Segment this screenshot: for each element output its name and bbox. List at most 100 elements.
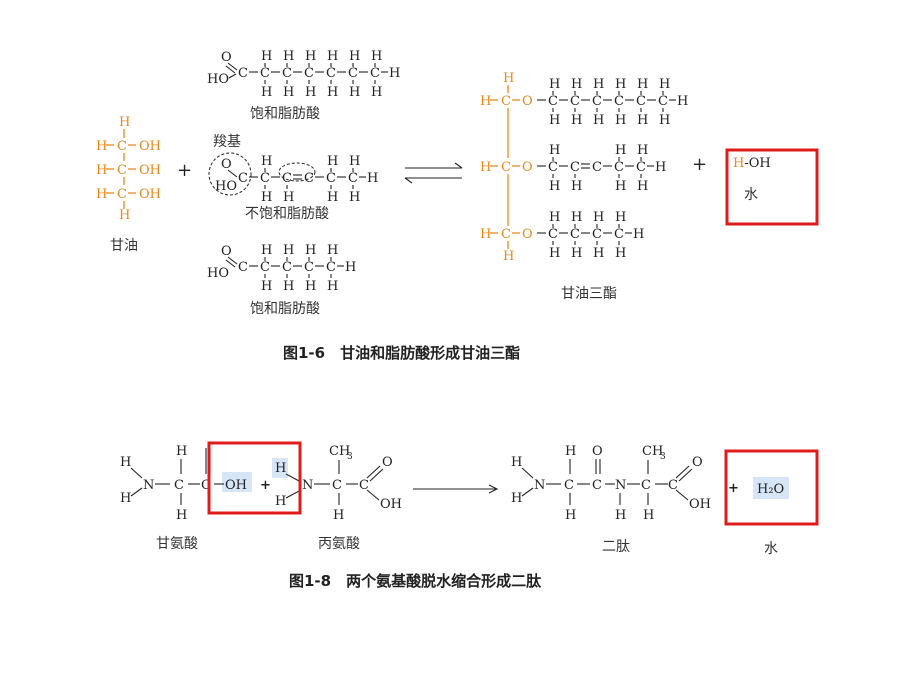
svg-text:C: C: [592, 94, 602, 109]
svg-text:C: C: [260, 66, 270, 81]
svg-text:C: C: [304, 171, 314, 186]
equilibrium-arrows: [404, 162, 463, 184]
svg-text:H: H: [549, 210, 560, 225]
figure-caption-1-8: 图1-8 两个氨基酸脱水缩合形成二肽: [289, 572, 542, 590]
svg-text:H: H: [511, 455, 522, 470]
svg-text:H: H: [96, 163, 107, 178]
svg-text:H: H: [633, 227, 644, 242]
svg-text:C: C: [201, 478, 211, 493]
svg-text:H: H: [261, 190, 272, 205]
svg-text:C: C: [501, 94, 511, 109]
svg-text:H: H: [305, 49, 316, 64]
glycine-label: 甘氨酸: [156, 536, 198, 552]
svg-text:H: H: [333, 508, 344, 523]
svg-text:H: H: [349, 85, 360, 100]
svg-text:H: H: [677, 94, 688, 109]
svg-text:C: C: [304, 66, 314, 81]
svg-text:C: C: [564, 478, 574, 493]
svg-text:H: H: [261, 243, 272, 258]
svg-text:C: C: [668, 478, 678, 493]
svg-text:H: H: [593, 246, 604, 261]
svg-text:H: H: [549, 246, 560, 261]
svg-text:H: H: [349, 190, 360, 205]
svg-text:H: H: [120, 491, 131, 506]
plus-sign-3: +: [260, 478, 271, 493]
svg-text:C: C: [348, 66, 358, 81]
glycine-structure: H H N C H H C OH: [120, 444, 252, 523]
svg-text:H: H: [283, 85, 294, 100]
alanine-label: 丙氨酸: [318, 536, 360, 552]
svg-text:H: H: [349, 154, 360, 169]
reaction-arrow: [413, 484, 499, 494]
dipeptide-label: 二肽: [602, 539, 630, 555]
figure-caption-1-6: 图1-6 甘油和脂肪酸形成甘油三酯: [283, 344, 520, 362]
svg-text:H: H: [659, 113, 670, 128]
svg-text:O: O: [221, 157, 232, 172]
svg-text:H: H: [261, 279, 272, 294]
svg-text:C: C: [260, 171, 270, 186]
svg-text:C: C: [614, 160, 624, 175]
svg-text:H: H: [593, 210, 604, 225]
alanine-structure: H H N C CH 3 H C O OH: [272, 444, 402, 523]
svg-text:H: H: [637, 179, 648, 194]
water-highlight-box: [725, 148, 819, 226]
svg-text:O: O: [522, 227, 533, 242]
svg-text:H: H: [549, 113, 560, 128]
svg-text:H: H: [261, 154, 272, 169]
svg-text:H: H: [643, 508, 654, 523]
svg-text:C: C: [282, 66, 292, 81]
plus-sign: +: [177, 160, 192, 181]
svg-text:C: C: [326, 171, 336, 186]
svg-text:H: H: [503, 249, 514, 264]
svg-text:N: N: [615, 478, 626, 493]
svg-text:C: C: [636, 94, 646, 109]
svg-text:H: H: [655, 160, 666, 175]
svg-text:CH: CH: [329, 444, 350, 459]
svg-text:H: H: [261, 49, 272, 64]
svg-text:H: H: [571, 179, 582, 194]
svg-text:OH: OH: [225, 478, 247, 493]
svg-text:H: H: [327, 85, 338, 100]
svg-text:H: H: [120, 455, 131, 470]
svg-text:C: C: [592, 160, 602, 175]
svg-text:C: C: [570, 227, 580, 242]
svg-text:HO: HO: [215, 179, 237, 194]
svg-text:H: H: [275, 494, 286, 509]
svg-text:H: H: [96, 139, 107, 154]
svg-text:H: H: [305, 85, 316, 100]
svg-text:H: H: [371, 85, 382, 100]
svg-text:H: H: [119, 208, 130, 223]
double-bond-ellipse: [278, 162, 316, 182]
svg-text:H: H: [119, 115, 130, 130]
svg-text:H: H: [367, 171, 378, 186]
svg-text:C: C: [548, 94, 558, 109]
dipeptide-structure: H H N C H H C O N H C CH 3 H C O OH: [511, 444, 711, 523]
svg-text:H: H: [480, 160, 491, 175]
triglyceride-label: 甘油三酯: [561, 286, 617, 302]
water-label-2: 水: [764, 541, 778, 557]
svg-text:OH: OH: [139, 187, 161, 202]
water-label: 水: [744, 187, 758, 203]
svg-text:C: C: [548, 227, 558, 242]
svg-text:H: H: [96, 187, 107, 202]
carboxyl-label: 羧基: [213, 133, 241, 150]
svg-text:H: H: [615, 77, 626, 92]
svg-text:H: H: [283, 190, 294, 205]
svg-text:C: C: [260, 260, 270, 275]
svg-text:C: C: [282, 260, 292, 275]
svg-text:C: C: [592, 227, 602, 242]
unsaturated-fatty-acid: O HO C: [215, 157, 248, 194]
svg-text:H: H: [345, 260, 356, 275]
svg-text:H: H: [637, 77, 648, 92]
svg-text:H: H: [549, 143, 560, 158]
svg-text:C: C: [641, 478, 651, 493]
sat-acid-label-bottom: 饱和脂肪酸: [250, 301, 320, 317]
svg-text:O: O: [221, 50, 232, 65]
svg-text:H: H: [327, 49, 338, 64]
svg-text:H: H: [615, 210, 626, 225]
